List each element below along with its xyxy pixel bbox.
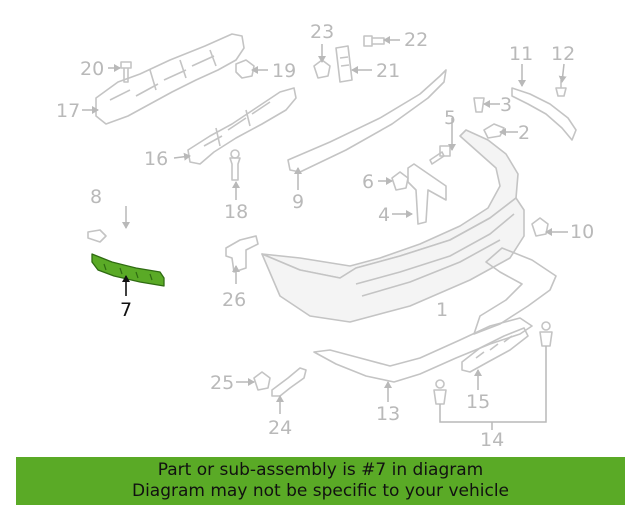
callout-13: 13 bbox=[376, 403, 400, 425]
parts-diagram: 1 2 3 4 5 6 7 8 9 10 11 12 13 14 15 16 1… bbox=[56, 21, 594, 451]
part-6-nut bbox=[391, 171, 409, 191]
part-17-bracket bbox=[95, 33, 245, 125]
part-15-bracket bbox=[461, 327, 529, 373]
callout-1: 1 bbox=[436, 299, 448, 321]
callout-15: 15 bbox=[466, 391, 490, 413]
callout-6: 6 bbox=[362, 171, 374, 193]
banner-line-2: Diagram may not be specific to your vehi… bbox=[131, 481, 509, 501]
part-10-nut bbox=[531, 217, 549, 237]
callout-26: 26 bbox=[222, 289, 246, 311]
callout-4: 4 bbox=[378, 204, 390, 226]
part-info-banner: Part or sub-assembly is #7 in diagram Di… bbox=[16, 457, 625, 505]
part-24-bracket bbox=[271, 367, 307, 397]
callout-24: 24 bbox=[268, 417, 292, 439]
part-8-clip bbox=[87, 229, 107, 243]
part-26-bracket bbox=[225, 235, 259, 273]
part-1-bumper-cover bbox=[261, 129, 525, 323]
callout-9: 9 bbox=[292, 191, 304, 213]
part-16-bracket bbox=[187, 87, 297, 165]
callout-19: 19 bbox=[272, 60, 296, 82]
callout-3: 3 bbox=[500, 94, 512, 116]
part-23-nut bbox=[313, 59, 331, 79]
callout-17: 17 bbox=[56, 100, 80, 122]
callout-25: 25 bbox=[210, 372, 234, 394]
callout-labels: 1 2 3 4 5 6 7 8 9 10 11 12 13 14 15 16 1… bbox=[56, 21, 594, 451]
callout-7: 7 bbox=[120, 299, 132, 321]
part-7-extension-highlighted bbox=[91, 253, 165, 287]
part-2-bracket bbox=[483, 123, 505, 139]
callout-21: 21 bbox=[376, 60, 400, 82]
callout-20: 20 bbox=[80, 58, 104, 80]
callout-12: 12 bbox=[551, 43, 575, 65]
callout-22: 22 bbox=[404, 29, 428, 51]
callout-23: 23 bbox=[310, 21, 334, 43]
lower-diffuser-panel bbox=[473, 247, 557, 335]
part-3-clip bbox=[473, 97, 485, 113]
banner-line-1: Part or sub-assembly is #7 in diagram bbox=[157, 460, 484, 480]
part-12-clip bbox=[555, 80, 567, 97]
part-4-bracket bbox=[407, 163, 447, 225]
part-19-nut bbox=[235, 59, 255, 79]
part-5-bolt bbox=[429, 145, 451, 165]
part-25-nut bbox=[253, 371, 271, 391]
part-11-molding bbox=[511, 87, 577, 141]
part-9-trim bbox=[287, 69, 447, 173]
part-21-plate bbox=[335, 45, 353, 83]
part-18-clip bbox=[229, 149, 241, 181]
callout-5: 5 bbox=[444, 107, 456, 129]
callout-2: 2 bbox=[518, 122, 530, 144]
callout-18: 18 bbox=[224, 201, 248, 223]
part-13-molding bbox=[313, 317, 533, 383]
callout-8: 8 bbox=[90, 186, 102, 208]
part-14-clips bbox=[433, 321, 553, 405]
part-22-bolt bbox=[363, 35, 385, 47]
part-20-screw bbox=[120, 61, 132, 83]
callout-16: 16 bbox=[144, 148, 168, 170]
callout-11: 11 bbox=[509, 43, 533, 65]
leader-lines bbox=[82, 36, 568, 430]
callout-14: 14 bbox=[480, 429, 504, 451]
callout-10: 10 bbox=[570, 221, 594, 243]
